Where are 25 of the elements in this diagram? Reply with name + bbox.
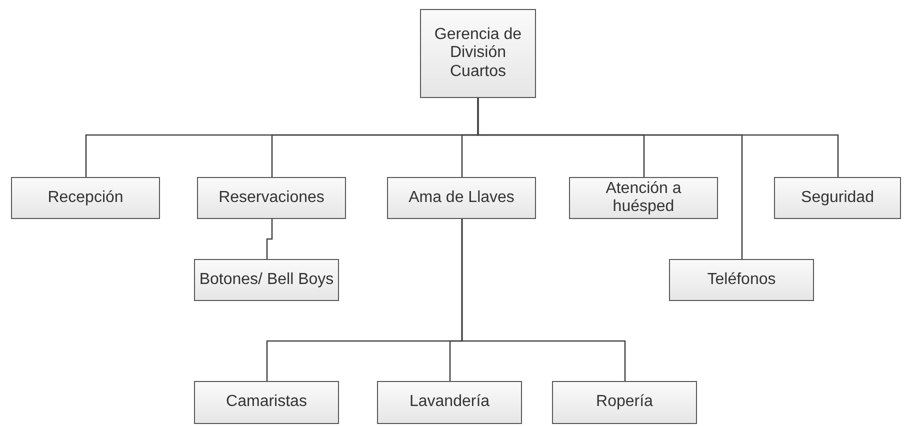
connector-line [266,219,273,259]
connector-line [461,219,626,381]
box-label: Gerencia de División Cuartos [433,26,523,82]
connector-line [477,98,839,177]
org-box [569,177,718,219]
org-box [194,381,339,424]
box-label: Teléfonos [707,270,776,290]
org-box [774,177,901,219]
org-box [552,381,697,424]
box-label: Recepción [48,188,124,208]
box-label: Reservaciones [218,188,324,208]
box-label: Ropería [596,393,653,412]
box-label: Atención a huésped [604,180,682,216]
org-box [387,177,536,219]
org-box [197,177,346,219]
org-box [669,259,814,301]
org-box [11,177,160,219]
org-box [377,381,522,424]
box-label: Botones/ Bell Boys [199,270,334,290]
box-label: Seguridad [801,188,874,208]
box-label: Lavandería [409,393,490,412]
box-label: Ama de Llaves [408,188,514,208]
org-box [420,9,536,98]
org-box [194,259,339,301]
box-label: Camaristas [226,393,307,412]
